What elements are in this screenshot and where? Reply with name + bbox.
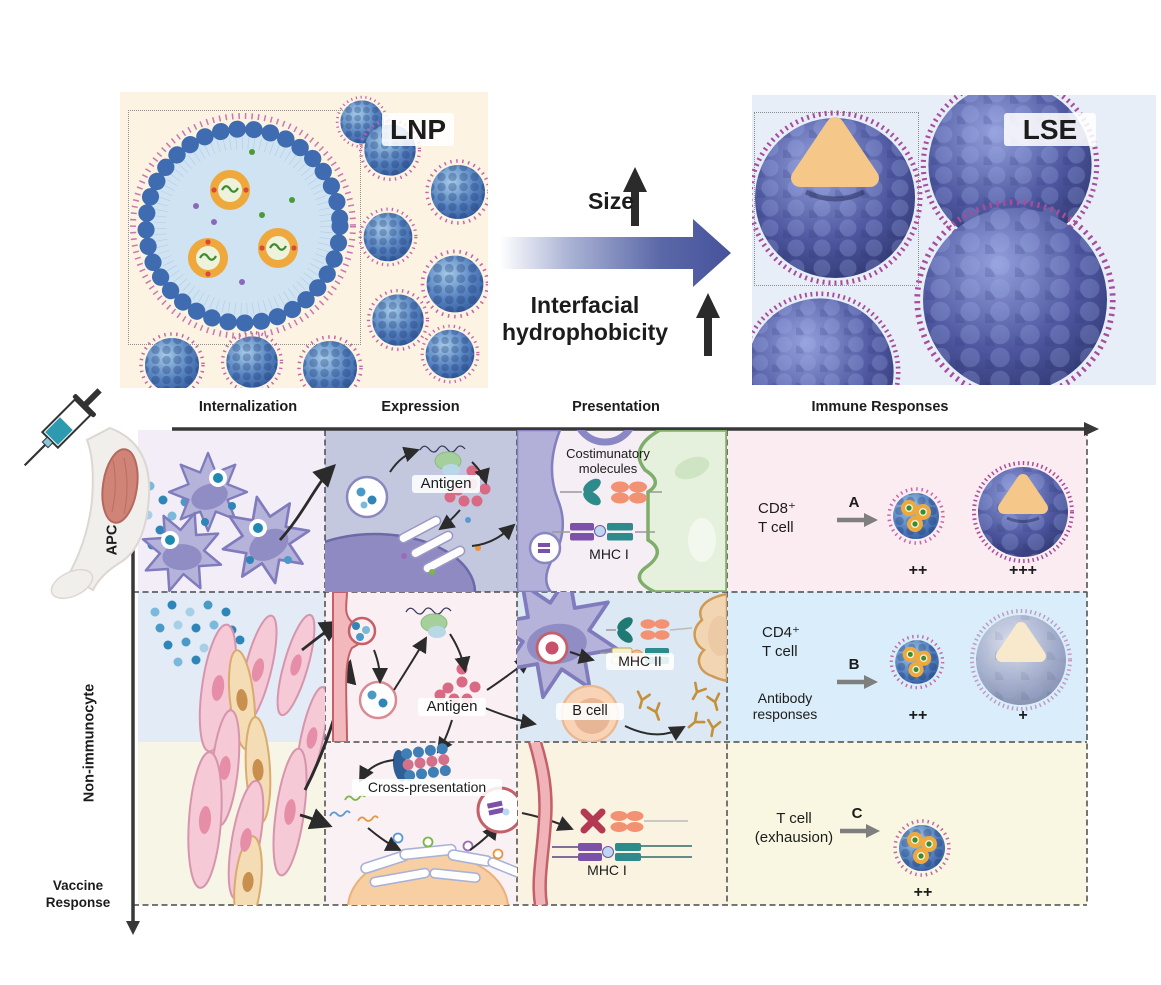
nonimmunocyte-internalization-illustration [150,600,325,905]
injection-arm-illustration [50,426,151,600]
lnp-score-apc: ++ [908,562,928,579]
immune-row-exhaustion-icons [840,819,951,877]
arrow-apc-to-expression [278,464,336,541]
mhc1-label-exhaustion: MHC I [587,862,627,878]
apc-presentation-illustration [517,430,727,592]
arrow-antigen-to-bcell [484,707,537,730]
column-header-expression: Expression [381,399,460,415]
vaccine-response-axis-label-line2: Response [45,895,111,910]
apc-internalization-illustration [138,451,320,592]
tcell-exhaustion-label-line2: (exhausion) [754,829,834,846]
lnp-panel-illustration [130,95,488,388]
lnp-score-cd4: ++ [908,707,928,724]
column-header-presentation: Presentation [572,399,660,415]
mhc2-label: MHC II [606,653,674,670]
arrow-label-b: B [848,656,860,673]
row-label-apc: APC [104,524,121,556]
lse-panel-illustration [742,78,1113,450]
size-up-arrow-icon [623,167,647,226]
lnp-title: LNP [382,113,454,147]
column-header-immune-responses: Immune Responses [811,399,949,415]
cross-presentation-label: Cross-presentation [352,779,502,796]
cd4-label-line2: T cell [762,643,798,660]
lse-score-cd4: + [1018,707,1028,724]
arrow-muscle-to-crosspresentation [299,808,333,830]
tcell-exhaustion-label-line1: T cell [776,810,812,827]
antigen-label-non-immunocyte: Antigen [418,698,486,716]
arrow-label-a: A [848,494,860,511]
lnp-score-exhaustion: ++ [913,884,933,901]
process-axis-arrow-icon [172,422,1099,436]
arrow-label-c: C [851,805,863,822]
hydrophobicity-up-arrow-icon [696,293,720,356]
lse-cutaway-illustration [750,113,920,283]
lnp-cross-section-illustration [130,113,356,339]
nonimmunocyte-expression-illustration [332,592,481,742]
vaccine-response-axis-label-line1: Vaccine [52,878,104,893]
cd8-label-line2: T cell [758,519,794,536]
antibody-label-line1: Antibody [757,690,813,706]
cd8-label-line1: CD8⁺ [758,500,796,517]
immune-row-apc-icons [837,463,1072,561]
antigen-label-apc: Antigen [412,475,480,493]
row-label-non-immunocyte: Non-immunocyte [81,683,98,803]
lse-score-apc: +++ [1008,562,1038,579]
syringe-icon [23,388,102,467]
cell-nonimmunocyte-expression-bg [325,592,517,742]
mhc1-exhaustion-presentation-illustration [527,742,692,905]
antibody-label-line2: responses [752,706,818,722]
immune-row-cd4-icons [837,611,1070,709]
arrow-expression-to-presentation [471,523,516,547]
mhc1-label-apc: MHC I [589,546,629,562]
lse-title: LSE [1004,113,1096,147]
transition-right-arrow-icon [500,219,731,287]
cd4-label-line1: CD4⁺ [762,624,800,641]
cross-presentation-illustration [329,743,517,905]
size-label: Size [587,188,634,214]
costimulatory-label-line2: molecules [578,461,638,476]
apc-expression-illustration [325,445,491,592]
b-cell-label: B cell [556,703,624,721]
costimulatory-label-line1: Costimunatory [566,446,650,461]
column-header-internalization: Internalization [198,399,298,415]
hydrophobicity-label-line2: hydrophobicity [501,319,669,345]
hydrophobicity-label-line1: Interfacial [530,292,640,318]
